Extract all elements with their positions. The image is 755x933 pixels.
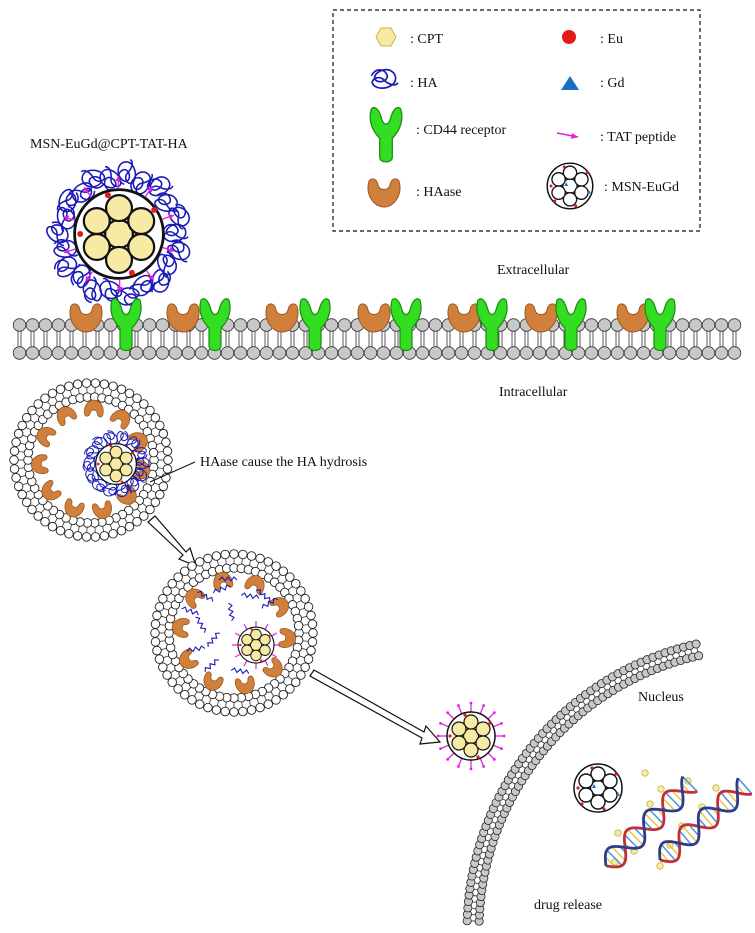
endosome-1 — [9, 378, 173, 542]
legend-msn-label: : MSN-EuGd — [604, 180, 679, 195]
cpt-hexagon-icon — [375, 27, 397, 47]
legend-cpt-label: : CPT — [410, 32, 444, 47]
haase-pointer-line — [149, 461, 196, 483]
legend-tat-label: : TAT peptide — [600, 130, 676, 145]
arrow-endosome1-to-endosome2 — [147, 515, 197, 568]
msn-eugd-icon — [546, 162, 594, 210]
legend-gd-label: : Gd — [600, 76, 625, 91]
drug-release-label: drug release — [534, 898, 602, 913]
nucleus-label: Nucleus — [638, 690, 684, 705]
nuclear-membrane — [462, 639, 704, 926]
legend-panel: : CPT : Eu : HA : Gd : CD44 receptor : T… — [332, 9, 701, 232]
arrow-endosome2-to-cytosol — [309, 669, 442, 745]
intracellular-label: Intracellular — [499, 385, 568, 400]
tat-peptide-arrow-icon — [556, 132, 579, 139]
released-cpt-dots — [611, 769, 720, 870]
released-particle-tat — [436, 701, 506, 771]
legend-ha-label: : HA — [410, 76, 439, 91]
legend-eu-label: : Eu — [600, 32, 623, 47]
nanoparticle-title: MSN-EuGd@CPT-TAT-HA — [30, 137, 189, 152]
eu-red-dot-icon — [562, 30, 576, 44]
legend-cd44-label: : CD44 receptor — [416, 123, 507, 138]
ha-fragments — [181, 576, 278, 675]
msn-in-nucleus — [573, 763, 623, 813]
extracellular-label: Extracellular — [497, 263, 570, 278]
legend-haase-label: : HAase — [416, 185, 462, 200]
dna-helix — [603, 776, 753, 869]
ha-corona — [42, 158, 196, 307]
haase-step-label: HAase cause the HA hydrosis — [200, 455, 367, 470]
endosome-2 — [150, 549, 318, 717]
nanoparticle-msn-eugd-cpt-tat-ha — [42, 158, 196, 307]
gd-blue-triangle-icon — [561, 76, 579, 90]
